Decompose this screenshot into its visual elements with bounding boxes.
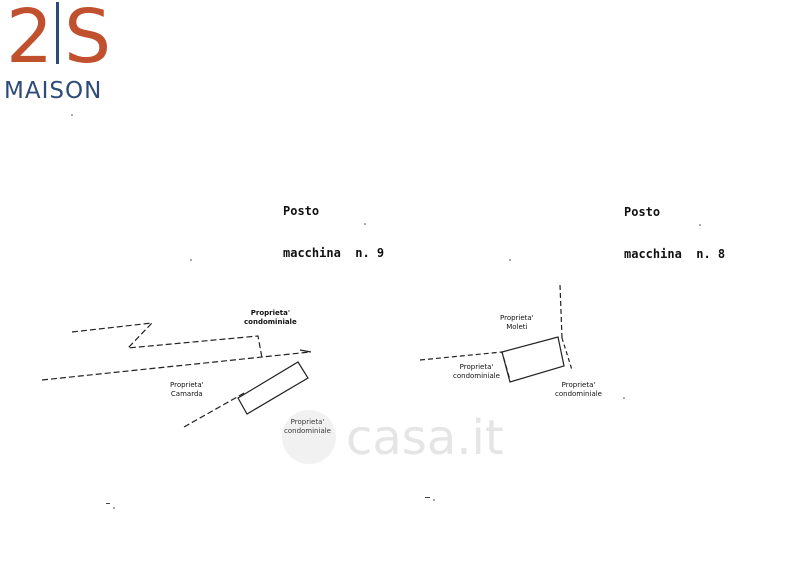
label-prop-moleti: Proprieta' Moleti <box>500 314 534 332</box>
logo-mark-left: 2 <box>6 0 53 80</box>
boundary-right <box>561 337 573 371</box>
label-prop-cond-a-text: Proprieta' condominiale <box>244 309 297 326</box>
spot-8-line1: Posto <box>624 205 661 219</box>
label-prop-moleti-text: Proprieta' Moleti <box>500 314 534 331</box>
speck <box>364 223 366 225</box>
parking-spot-8 <box>501 336 565 383</box>
speck <box>71 114 73 116</box>
speck <box>433 499 435 501</box>
label-prop-cond-d-text: Proprieta' condominiale <box>555 381 602 398</box>
spot-8-line2: macchina n. 8 <box>624 247 726 261</box>
label-prop-camarda-text: Proprieta' Camarda <box>170 381 204 398</box>
label-prop-cond-c-text: Proprieta' condominiale <box>453 363 500 380</box>
logo-wordmark: MAISON <box>4 78 103 104</box>
label-prop-cond-d: Proprieta' condominiale <box>555 381 602 399</box>
label-prop-cond-b-text: Proprieta' condominiale <box>284 418 331 435</box>
logo-mark-right: S <box>64 0 111 80</box>
label-prop-cond-a: Proprieta' condominiale <box>244 309 297 327</box>
spot-8-title: Posto macchina n. 8 <box>624 177 725 275</box>
boundary-vertical <box>559 284 563 339</box>
speck <box>623 397 625 399</box>
watermark-logo-icon <box>282 410 336 464</box>
speck <box>106 503 110 504</box>
watermark: casa.it <box>262 398 542 478</box>
speck <box>425 497 430 498</box>
speck <box>113 507 115 509</box>
speck <box>699 224 701 226</box>
boundary-zigzag <box>71 322 263 359</box>
speck <box>509 259 511 261</box>
boundary-long-line <box>41 351 311 381</box>
watermark-text: casa.it <box>346 410 504 466</box>
spot-9-line1: Posto <box>283 204 320 218</box>
arrow-tip <box>299 349 312 353</box>
label-prop-camarda: Proprieta' Camarda <box>170 381 204 399</box>
boundary-diagonal <box>183 391 247 428</box>
spot-9-line2: macchina n. 9 <box>283 246 385 260</box>
label-prop-cond-b: Proprieta' condominiale <box>284 418 331 436</box>
parking-spot-9 <box>237 361 309 415</box>
logo-divider <box>56 2 60 64</box>
spot-9-title: Posto macchina n. 9 <box>283 176 384 274</box>
speck <box>190 259 192 261</box>
label-prop-cond-c: Proprieta' condominiale <box>453 363 500 381</box>
